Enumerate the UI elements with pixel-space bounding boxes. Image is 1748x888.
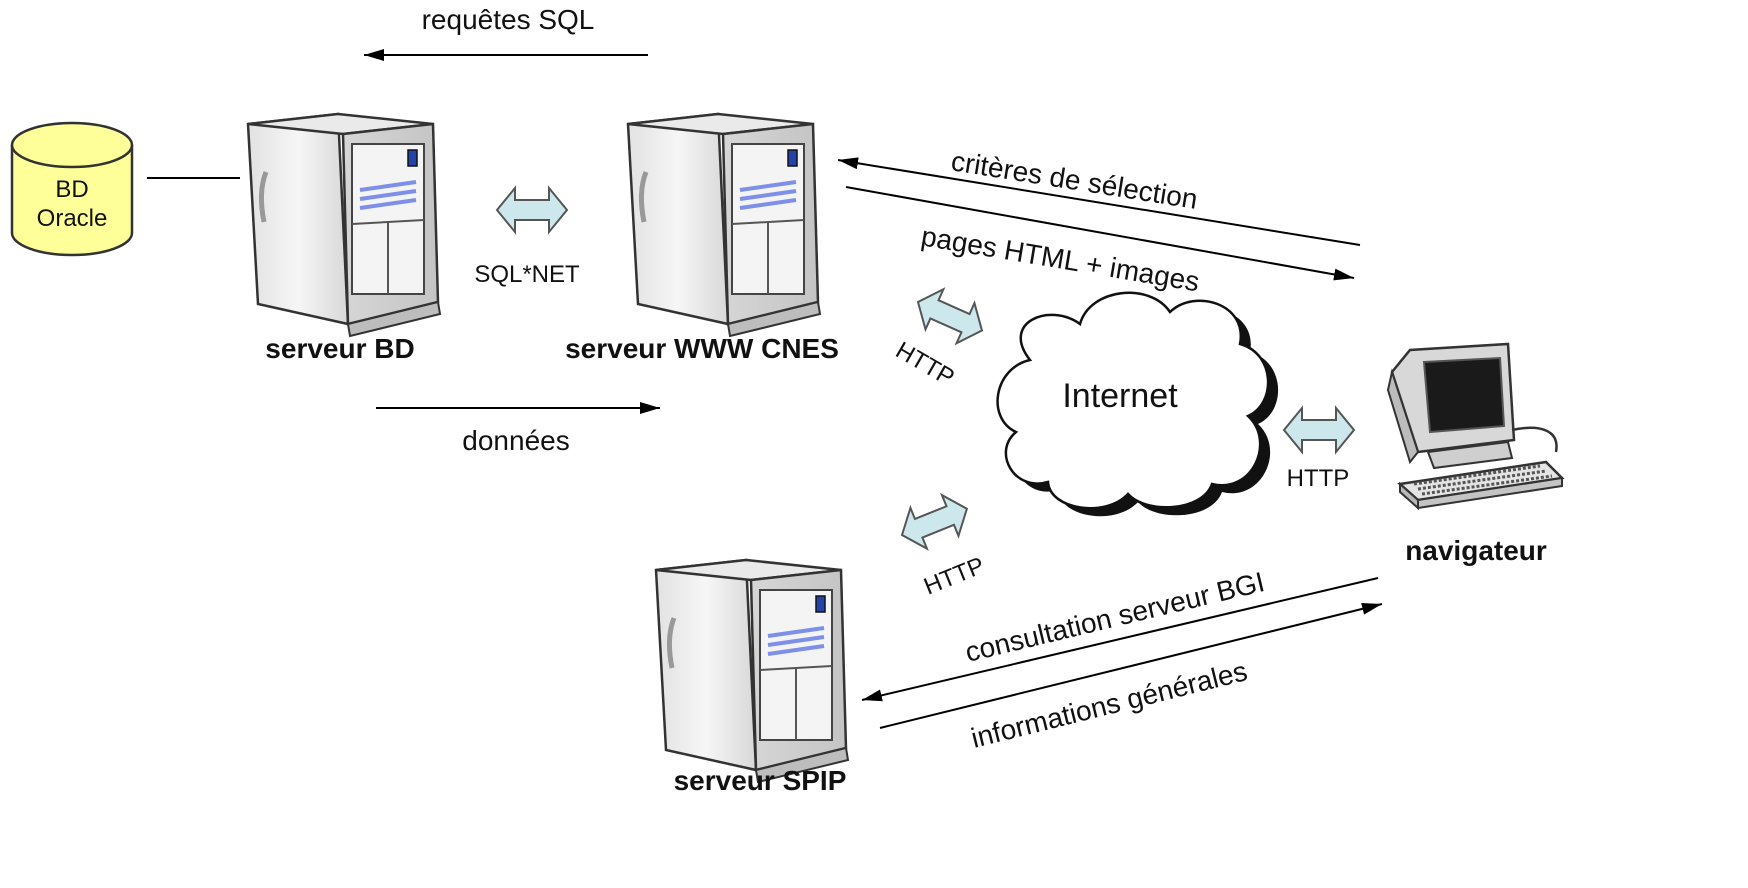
http-browser-label: HTTP bbox=[1287, 465, 1350, 492]
http-web-double-arrow-icon bbox=[908, 280, 992, 352]
general-info-label: informations générales bbox=[968, 655, 1250, 754]
sqlnet-double-arrow-icon bbox=[496, 187, 568, 233]
sqlnet-label: SQL*NET bbox=[474, 261, 580, 288]
selection-criteria-label: critères de sélection bbox=[949, 145, 1200, 215]
internet-label: Internet bbox=[1062, 377, 1178, 415]
database-label-line1: BD bbox=[55, 176, 88, 203]
http-spip-label: HTTP bbox=[920, 552, 988, 601]
database-cylinder-icon bbox=[10, 121, 134, 257]
html-pages-arrow bbox=[845, 186, 1355, 281]
sql-requests-label: requêtes SQL bbox=[422, 4, 595, 35]
spip-server-label: serveur SPIP bbox=[674, 765, 847, 796]
general-info-arrow bbox=[879, 602, 1383, 729]
spip-server-icon bbox=[656, 560, 848, 782]
web-server-label: serveur WWW CNES bbox=[565, 333, 839, 364]
web-server-icon bbox=[628, 114, 820, 336]
http-web-label: HTTP bbox=[891, 337, 959, 392]
selection-criteria-arrow bbox=[837, 157, 1361, 246]
http-spip-double-arrow-icon bbox=[892, 487, 977, 557]
cloud-icon bbox=[996, 291, 1279, 517]
database-label-line2: Oracle bbox=[37, 205, 108, 232]
desktop-computer-icon bbox=[1386, 342, 1565, 511]
http-browser-double-arrow-icon bbox=[1283, 407, 1355, 453]
html-pages-label: pages HTML + images bbox=[919, 220, 1202, 297]
db-server-label: serveur BD bbox=[265, 333, 414, 364]
bgi-consultation-label: consultation serveur BGI bbox=[962, 566, 1267, 668]
data-label: données bbox=[462, 425, 569, 456]
db-server-icon bbox=[248, 114, 440, 336]
browser-label: navigateur bbox=[1405, 535, 1547, 566]
bgi-consultation-arrow bbox=[861, 577, 1379, 702]
